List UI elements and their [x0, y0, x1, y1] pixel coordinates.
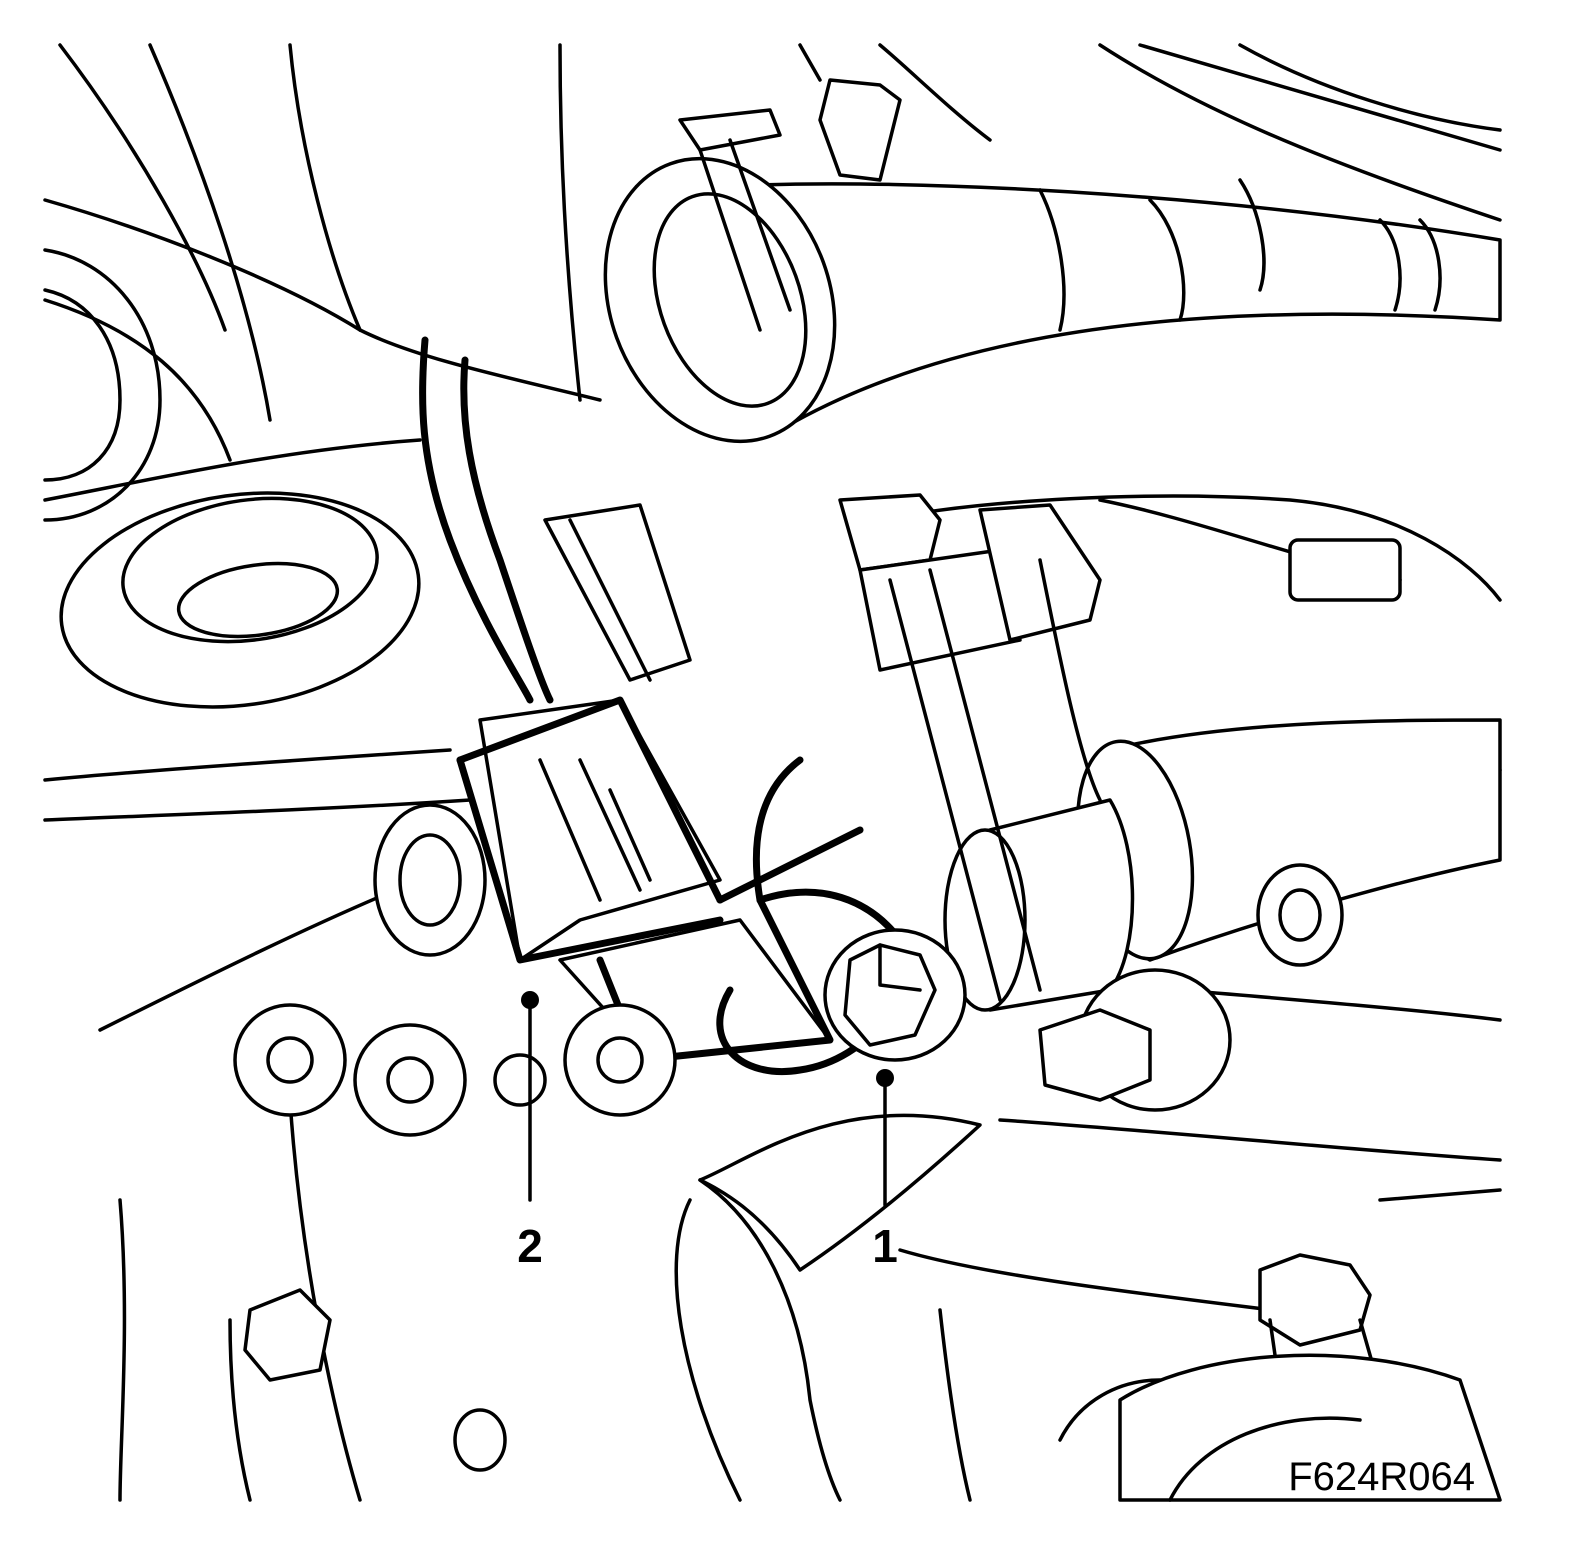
callout-1: 1 — [872, 1069, 898, 1272]
electrical-connector — [419, 336, 834, 1064]
sensor-bolt — [823, 928, 967, 1062]
sensor-bracket — [838, 493, 1402, 1002]
callout-2-label: 2 — [517, 1220, 543, 1272]
figure-reference-code: F624R064 — [1288, 1455, 1475, 1499]
upper-coolant-hose — [603, 156, 1502, 444]
callout-1-dot — [876, 1069, 894, 1087]
hose-clamp — [678, 78, 902, 332]
lower-coolant-hose — [943, 718, 1502, 1012]
callout-2: 2 — [517, 991, 543, 1272]
callout-2-dot — [521, 991, 539, 1009]
callout-1-label: 1 — [872, 1220, 898, 1272]
lower-right-bolt — [1038, 863, 1344, 1112]
upper-left-ring-boss — [59, 491, 421, 709]
lower-right-bracket — [1058, 1253, 1502, 1502]
left-circular-boss — [43, 248, 162, 522]
lower-housing — [674, 1113, 982, 1502]
lower-left-mounting-ears — [233, 803, 677, 1472]
